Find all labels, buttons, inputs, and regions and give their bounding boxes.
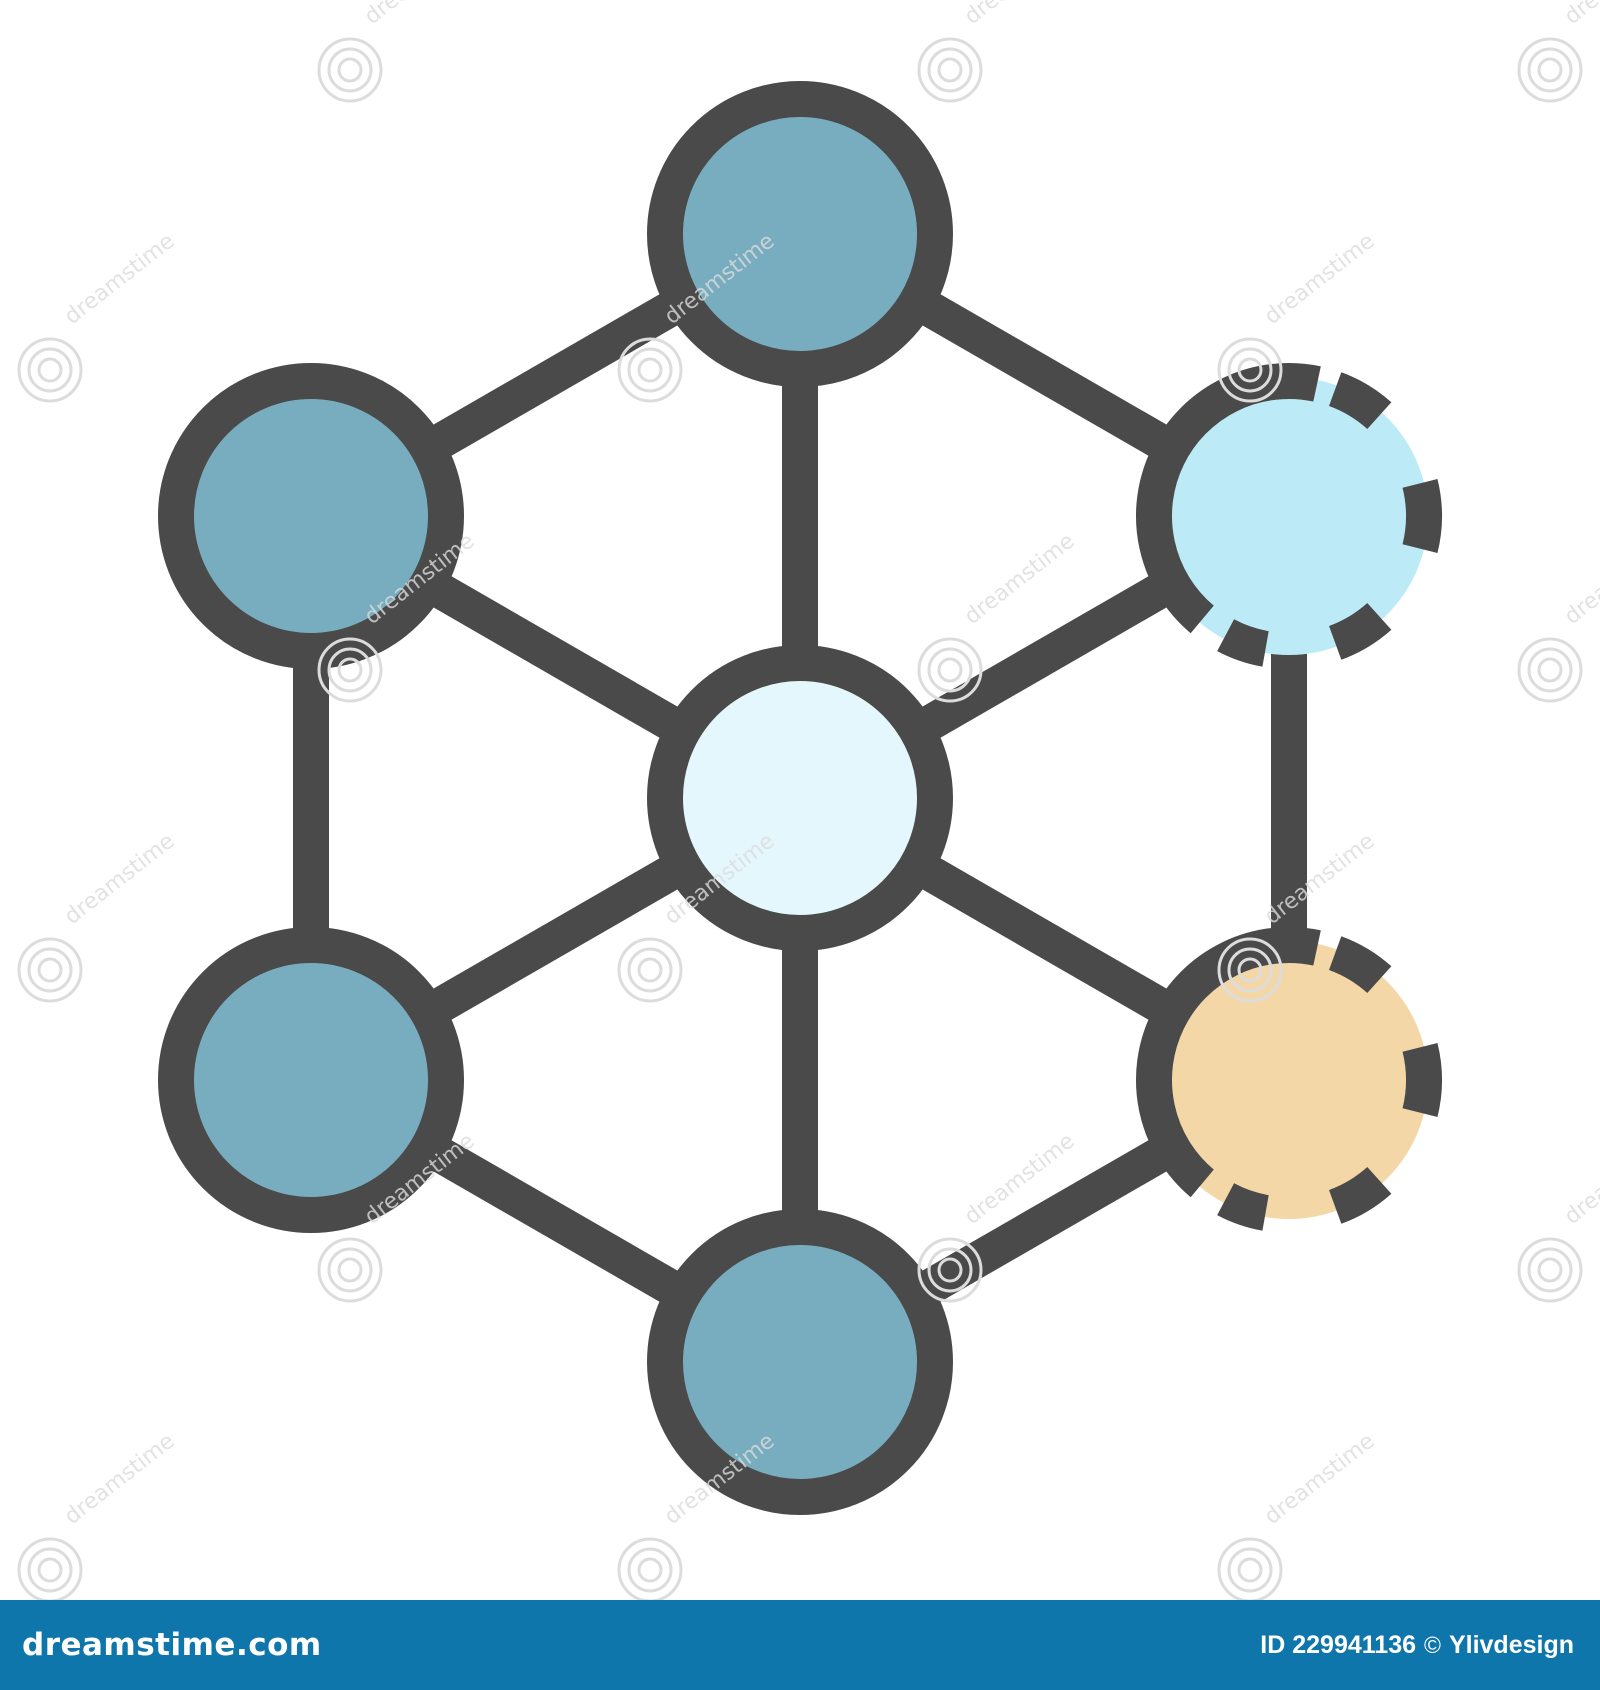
node-center-circle	[647, 645, 953, 951]
node-top-circle	[647, 81, 953, 387]
network-node-icon	[158, 81, 1442, 1515]
node-center	[647, 645, 953, 951]
image-id-label: ID 229941136	[1260, 1630, 1416, 1659]
node-upper-left-circle	[158, 363, 464, 669]
footer-bar: dreamstime.com ID 229941136 © Ylivdesign	[0, 1600, 1600, 1690]
network-nodes	[158, 81, 1442, 1515]
node-lower-right-ring-dash-1	[1328, 936, 1392, 994]
node-upper-left	[158, 363, 464, 669]
node-upper-right	[1136, 363, 1442, 667]
node-bottom-circle	[647, 1209, 953, 1515]
node-lower-left-circle	[158, 927, 464, 1233]
node-upper-right-ring-dash-3	[1328, 602, 1392, 660]
node-lower-right-ring-dash-3	[1328, 1166, 1392, 1224]
node-upper-right-ring-dash-2	[1402, 478, 1442, 554]
node-lower-right-ring-dash-2	[1402, 1042, 1442, 1118]
image-credit: ID 229941136 © Ylivdesign	[1260, 1631, 1574, 1660]
node-upper-right-ring-dash-4	[1217, 619, 1270, 667]
node-lower-right-fill	[1150, 941, 1428, 1219]
node-lower-left	[158, 927, 464, 1233]
node-bottom	[647, 1209, 953, 1515]
node-upper-right-ring-dash-1	[1328, 372, 1392, 430]
copyright-icon: ©	[1424, 1631, 1441, 1658]
dreamstime-logo-text[interactable]: dreamstime.com	[22, 1627, 322, 1663]
node-upper-right-fill	[1150, 377, 1428, 655]
author-name[interactable]: Ylivdesign	[1448, 1630, 1574, 1659]
node-top	[647, 81, 953, 387]
node-lower-right-ring-dash-4	[1217, 1183, 1270, 1231]
node-lower-right	[1136, 927, 1442, 1231]
